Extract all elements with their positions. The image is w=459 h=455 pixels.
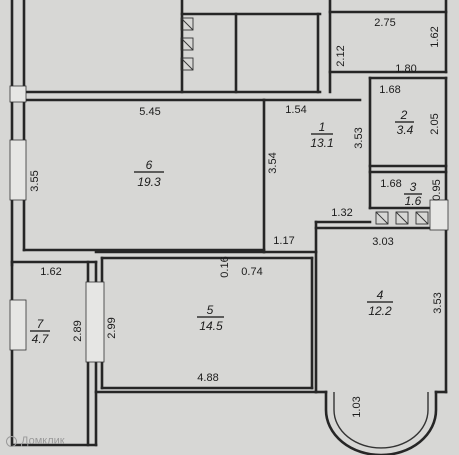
dim-3-54: 3.54 (267, 152, 279, 173)
room-5-number: 5 (207, 303, 214, 317)
dim-0-16: 0.16 (219, 256, 231, 277)
dim-5-45: 5.45 (139, 106, 160, 118)
dim-4-88: 4.88 (197, 372, 218, 384)
dimension-labels: 2.75 2.12 1.62 1.80 5.45 1.54 1.68 3.53 … (29, 17, 444, 418)
dim-1-80: 1.80 (395, 63, 416, 75)
room-3-area: 1.6 (405, 194, 422, 208)
bay-window (324, 390, 438, 455)
room-7-number: 7 (37, 317, 45, 331)
dim-0-95: 0.95 (431, 179, 443, 200)
room-1-area: 13.1 (310, 136, 333, 150)
dim-2-75: 2.75 (374, 17, 395, 29)
room-6-area: 19.3 (137, 175, 161, 189)
dim-3-55: 3.55 (29, 170, 41, 191)
dim-3-03: 3.03 (372, 236, 393, 248)
dim-1-68-top: 1.68 (379, 84, 400, 96)
dim-0-74: 0.74 (241, 266, 262, 278)
ventilation-shafts (180, 17, 429, 225)
dim-1-62-left: 1.62 (40, 266, 61, 278)
dim-2-99: 2.99 (106, 317, 118, 338)
watermark: Домклик (6, 435, 65, 447)
watermark-text: Домклик (21, 435, 65, 447)
room-2-area: 3.4 (397, 123, 414, 137)
dim-1-32: 1.32 (331, 207, 352, 219)
domclick-logo-icon (6, 435, 17, 447)
room-2-number: 2 (400, 108, 408, 122)
dim-3-53-upper: 3.53 (353, 127, 365, 148)
room-6-number: 6 (146, 158, 153, 172)
room-4-number: 4 (377, 288, 384, 302)
dim-3-53-lower: 3.53 (432, 292, 444, 313)
dim-2-05: 2.05 (429, 113, 441, 134)
room-7-area: 4.7 (32, 332, 50, 346)
room-4-area: 12.2 (368, 304, 392, 318)
walls (10, 0, 448, 447)
dim-1-54: 1.54 (285, 104, 306, 116)
dim-1-17: 1.17 (273, 235, 294, 247)
dim-1-68-mid: 1.68 (380, 178, 401, 190)
room-1-number: 1 (319, 120, 326, 134)
room-labels: 1 13.1 2 3.4 3 1.6 4 12.2 5 14.5 6 19.3 … (30, 108, 422, 346)
dim-1-62: 1.62 (429, 26, 441, 47)
windows (9, 85, 449, 363)
dim-1-03: 1.03 (351, 396, 363, 417)
dim-2-89: 2.89 (72, 320, 84, 341)
room-5-area: 14.5 (199, 319, 223, 333)
room-3-number: 3 (410, 180, 417, 194)
dim-2-12: 2.12 (335, 45, 347, 66)
